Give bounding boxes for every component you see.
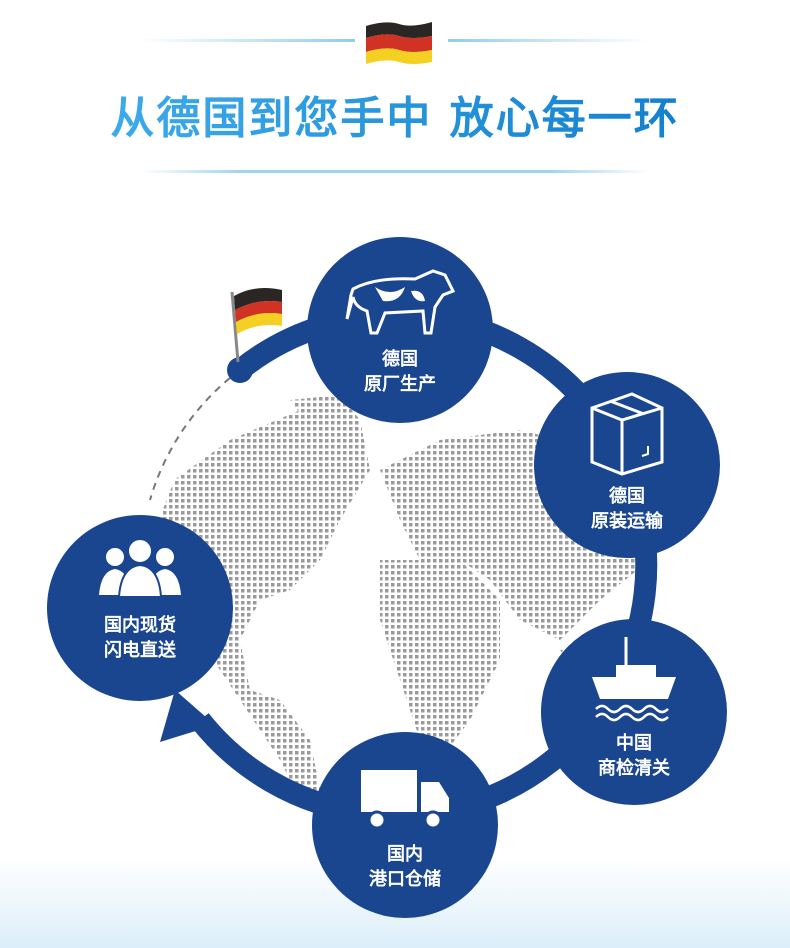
step-label-line1: 德国 [382, 349, 418, 370]
page-title: 从德国到您手中 放心每一环 [0, 82, 790, 146]
ship-icon [592, 637, 676, 722]
step-label-line1: 国内 [387, 844, 423, 865]
step-label-line1: 国内现货 [104, 615, 176, 636]
arrow-head-icon [160, 690, 215, 742]
start-dot [227, 357, 253, 383]
flag-pole-icon [230, 288, 282, 363]
step-label-line2: 港口仓储 [369, 869, 441, 890]
dashed-route [149, 369, 241, 501]
germany-flag-icon [366, 22, 432, 64]
step-factory: 德国原厂生产 [307, 237, 493, 423]
step-label-line2: 商检清关 [598, 758, 670, 779]
people-icon [99, 538, 181, 598]
header-divider-left [140, 39, 355, 42]
box-icon [590, 392, 664, 476]
step-customs: 中国商检清关 [541, 619, 727, 805]
step-label-line1: 中国 [616, 733, 652, 754]
step-shipping: 德国原装运输 [534, 372, 720, 558]
step-label-line2: 闪电直送 [104, 640, 176, 661]
truck-icon [361, 770, 449, 830]
title-underline [140, 170, 650, 173]
cow-icon [345, 269, 455, 335]
header-divider-right [448, 39, 648, 42]
step-warehouse: 国内港口仓储 [312, 732, 498, 918]
step-label-line1: 德国 [609, 486, 645, 507]
step-delivery: 国内现货闪电直送 [47, 515, 233, 701]
step-label-line2: 原装运输 [591, 511, 663, 532]
step-label-line2: 原厂生产 [364, 374, 436, 395]
